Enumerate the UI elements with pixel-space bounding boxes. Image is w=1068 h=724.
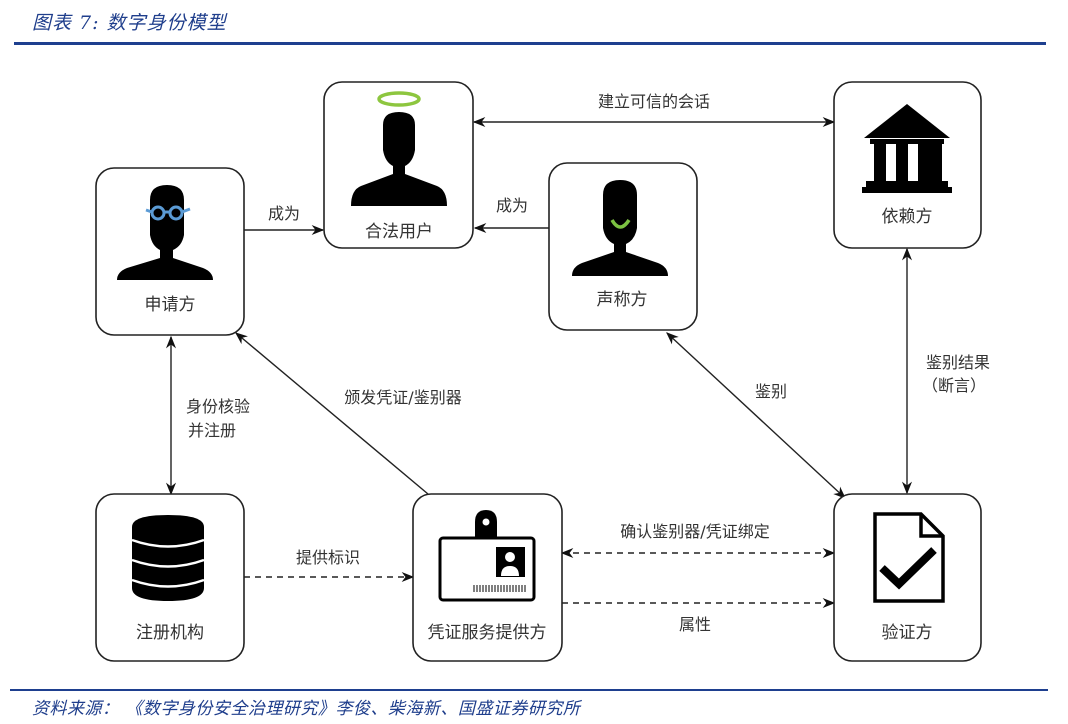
user-halo-icon — [351, 91, 447, 206]
edge-issue-credential: 颁发凭证/鉴别器 — [235, 332, 462, 495]
user-smile-icon — [572, 180, 668, 276]
edge-label-confirm-binding: 确认鉴别器/凭证绑定 — [620, 522, 769, 541]
user-glasses-icon — [117, 185, 213, 280]
edge-label-trusted-session: 建立可信的会话 — [598, 92, 710, 111]
node-claimant: 声称方 — [548, 162, 698, 331]
edge-label-attributes: 属性 — [679, 615, 711, 634]
edge-attributes: 属性 — [562, 597, 836, 634]
document-check-icon — [873, 512, 945, 603]
source-rule — [10, 689, 1048, 691]
node-csp: 凭证服务提供方 — [412, 493, 563, 662]
node-label-verifier: 验证方 — [882, 623, 933, 643]
edge-provide-id: 提供标识 — [244, 548, 415, 583]
edge-label-proofing-line1: 身份核验 — [186, 397, 250, 416]
node-applicant: 申请方 — [95, 167, 245, 336]
node-relying-party: 依赖方 — [833, 81, 982, 249]
edge-identity-proofing: 身份核验 并注册 — [165, 335, 250, 496]
edge-label-authenticate: 鉴别 — [755, 382, 787, 401]
edge-label-auth-result-line1: 鉴别结果 — [926, 353, 990, 372]
id-badge-icon — [438, 510, 536, 602]
node-label-registry: 注册机构 — [136, 623, 204, 643]
database-icon — [131, 515, 205, 601]
figure-title: 图表 7: 数字身份模型 — [32, 12, 227, 34]
title-rule — [14, 42, 1046, 45]
edge-applicant-to-user: 成为 — [244, 204, 325, 236]
bank-building-icon — [862, 104, 952, 193]
node-label-csp: 凭证服务提供方 — [428, 623, 547, 643]
node-label-claimant: 声称方 — [597, 290, 648, 310]
edge-label-become-1: 成为 — [268, 204, 300, 223]
edge-label-auth-result-line2: （断言） — [922, 376, 986, 395]
node-verifier: 验证方 — [833, 493, 982, 662]
edge-claimant-to-user: 成为 — [473, 196, 549, 234]
node-registry: 注册机构 — [95, 493, 245, 662]
node-label-legit-user: 合法用户 — [365, 222, 433, 242]
edge-label-proofing-line2: 并注册 — [188, 421, 236, 440]
edge-auth-result: 鉴别结果 （断言） — [901, 247, 990, 495]
node-legit-user: 合法用户 — [323, 81, 474, 249]
edge-trusted-session: 建立可信的会话 — [472, 92, 836, 128]
edge-label-provide-id: 提供标识 — [296, 548, 360, 567]
edge-label-become-2: 成为 — [496, 196, 528, 215]
edge-confirm-binding: 确认鉴别器/凭证绑定 — [560, 522, 836, 559]
figure-source: 资料来源： 《数字身份安全治理研究》李俊、柴海新、国盛证券研究所 — [32, 699, 581, 719]
node-label-applicant: 申请方 — [145, 295, 196, 315]
node-label-relying-party: 依赖方 — [882, 207, 933, 227]
edge-label-issue-credential: 颁发凭证/鉴别器 — [344, 388, 461, 407]
edge-authenticate: 鉴别 — [666, 332, 846, 499]
